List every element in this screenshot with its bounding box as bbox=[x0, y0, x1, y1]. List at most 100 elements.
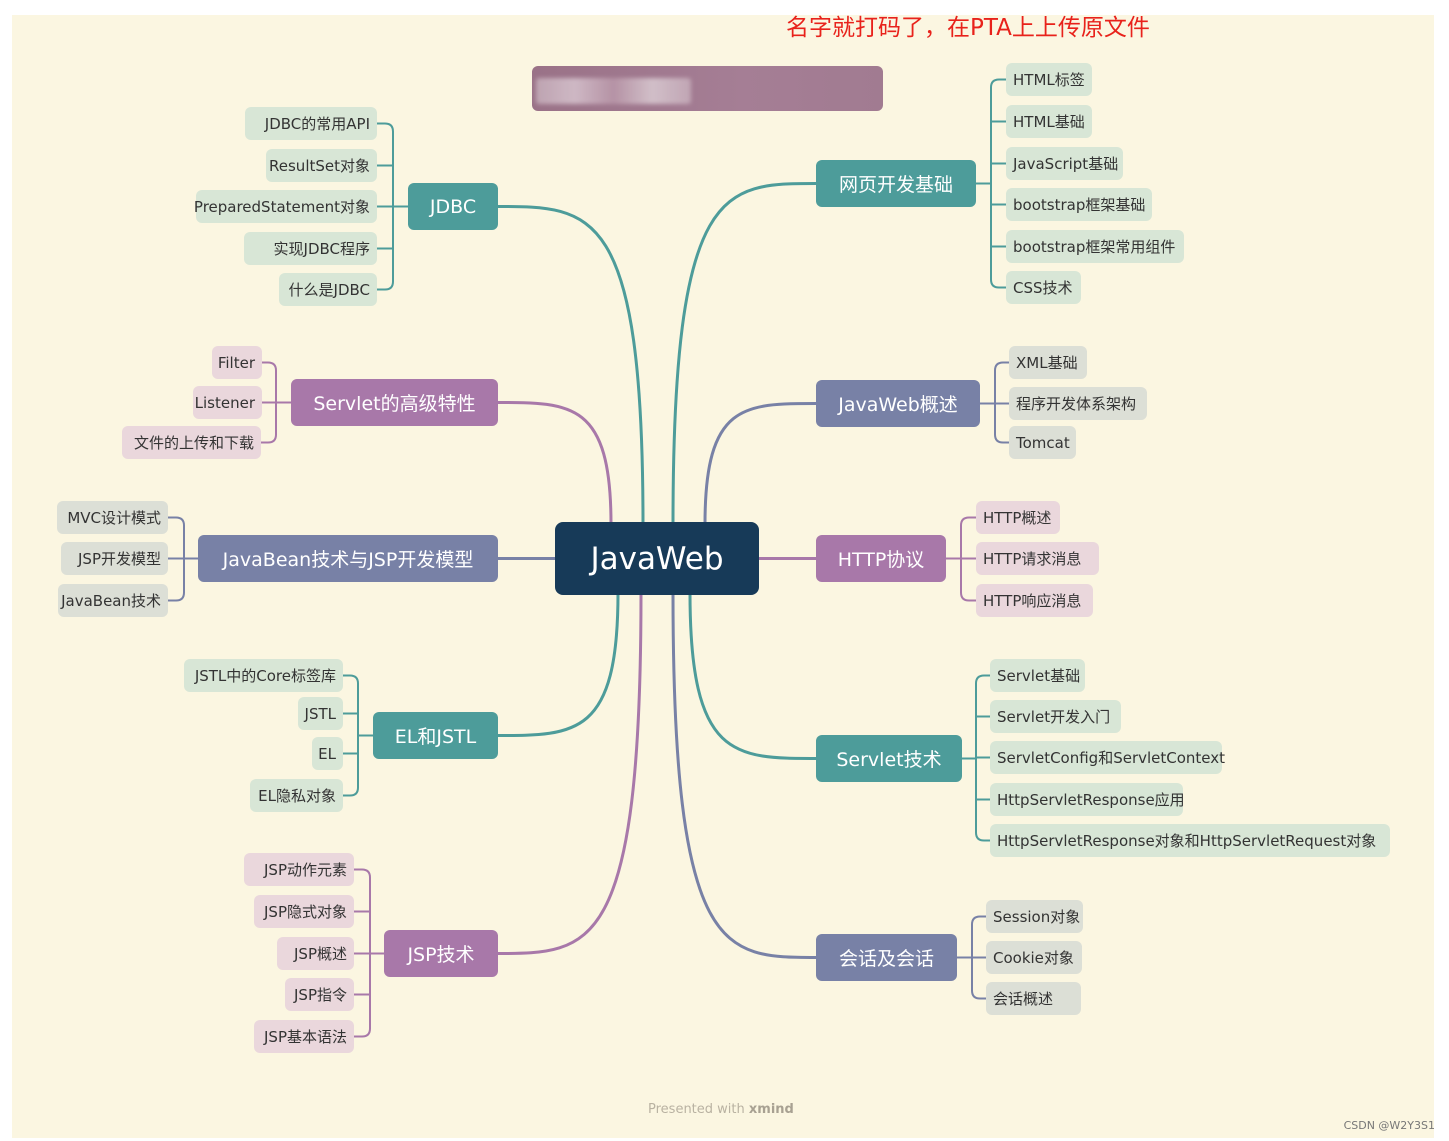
subtopic-el-jstl-3[interactable]: EL隐私对象 bbox=[250, 779, 343, 812]
subtopic-servlet-adv-0[interactable]: Filter bbox=[212, 346, 262, 379]
subtopic-jdbc-2[interactable]: PreparedStatement对象 bbox=[193, 190, 377, 223]
topic-el-jstl-label: EL和JSTL bbox=[394, 726, 477, 748]
topic-session[interactable]: 会话及会话 bbox=[816, 934, 957, 981]
subtopic-servlet-adv-1[interactable]: Listener bbox=[193, 386, 262, 419]
subtopic-servlet-3[interactable]: HttpServletResponse应用 bbox=[990, 783, 1185, 816]
subtopic-el-jstl-2[interactable]: EL bbox=[312, 737, 343, 770]
subtopic-javabean-2[interactable]: JavaBean技术 bbox=[58, 584, 168, 617]
subtopic-javabean-1[interactable]: JSP开发模型 bbox=[61, 542, 168, 575]
topic-jdbc[interactable]: JDBC bbox=[408, 183, 498, 230]
topic-servlet-label: Servlet技术 bbox=[836, 749, 942, 771]
subtopic-jdbc-3-label: 实现JDBC程序 bbox=[273, 240, 370, 258]
subtopic-el-jstl-0[interactable]: JSTL中的Core标签库 bbox=[184, 659, 343, 692]
subtopic-servlet-adv-2-label: 文件的上传和下载 bbox=[133, 434, 254, 452]
subtopic-jdbc-4[interactable]: 什么是JDBC bbox=[279, 273, 377, 306]
subtopic-jsp-1[interactable]: JSP隐式对象 bbox=[254, 895, 354, 928]
subtopic-javabean-2-label: JavaBean技术 bbox=[61, 592, 161, 610]
topic-session-label: 会话及会话 bbox=[838, 948, 934, 970]
subtopic-servlet-adv-0-label: Filter bbox=[217, 353, 255, 372]
bracket-arm-javabean-0 bbox=[168, 516, 185, 526]
bracket-arm-jsp-4 bbox=[354, 1028, 371, 1038]
branch-line-servlet-adv bbox=[496, 401, 613, 526]
topic-servlet-adv-label: Servlet的高级特性 bbox=[313, 393, 476, 415]
subtopic-jdbc-0-label: JDBC的常用API bbox=[264, 115, 370, 133]
bracket-arm-http-2 bbox=[960, 592, 976, 602]
subtopic-http-2-label: HTTP响应消息 bbox=[983, 592, 1082, 610]
branch-line-jsp bbox=[496, 591, 643, 955]
subtopic-web-basic-5-label: CSS技术 bbox=[1013, 279, 1073, 297]
subtopic-session-1[interactable]: Cookie对象 bbox=[986, 941, 1082, 974]
bracket-arm-session-0 bbox=[971, 915, 986, 925]
subtopic-web-basic-0[interactable]: HTML标签 bbox=[1006, 63, 1092, 96]
subtopic-javaweb-overview-1-label: 程序开发体系架构 bbox=[1016, 395, 1137, 413]
subtopic-http-0[interactable]: HTTP概述 bbox=[976, 501, 1060, 534]
subtopic-javaweb-overview-2-label: Tomcat bbox=[1016, 433, 1070, 452]
bracket-arm-servlet-4 bbox=[975, 832, 990, 842]
subtopic-http-2[interactable]: HTTP响应消息 bbox=[976, 584, 1093, 617]
subtopic-jsp-2-label: JSP概述 bbox=[294, 945, 347, 963]
subtopic-jsp-0[interactable]: JSP动作元素 bbox=[244, 853, 354, 886]
subtopic-servlet-1-label: Servlet开发入门 bbox=[997, 708, 1111, 726]
bracket-arm-http-0 bbox=[960, 516, 976, 526]
subtopic-session-0[interactable]: Session对象 bbox=[986, 900, 1083, 933]
subtopic-web-basic-5[interactable]: CSS技术 bbox=[1006, 271, 1081, 304]
subtopic-javaweb-overview-0-label: XML基础 bbox=[1016, 354, 1078, 372]
subtopic-jsp-3[interactable]: JSP指令 bbox=[285, 978, 354, 1011]
topic-servlet-adv[interactable]: Servlet的高级特性 bbox=[291, 379, 498, 426]
bracket-arm-servlet-adv-0 bbox=[262, 361, 277, 371]
subtopic-web-basic-4[interactable]: bootstrap框架常用组件 bbox=[1006, 230, 1184, 263]
topic-jdbc-label: JDBC bbox=[429, 195, 477, 218]
subtopic-web-basic-2-label: JavaScript基础 bbox=[1013, 155, 1119, 173]
subtopic-el-jstl-2-label: EL bbox=[318, 744, 336, 763]
topic-javaweb-overview-label: JavaWeb概述 bbox=[838, 394, 958, 416]
topic-el-jstl[interactable]: EL和JSTL bbox=[373, 712, 498, 759]
subtopic-web-basic-1[interactable]: HTML基础 bbox=[1006, 105, 1092, 138]
subtopic-jdbc-2-label: PreparedStatement对象 bbox=[193, 198, 370, 216]
center-topic-javaweb-label: JavaWeb bbox=[590, 540, 724, 577]
subtopic-jdbc-1[interactable]: ResultSet对象 bbox=[266, 149, 377, 182]
subtopic-servlet-3-label: HttpServletResponse应用 bbox=[997, 791, 1185, 809]
subtopic-jdbc-0[interactable]: JDBC的常用API bbox=[245, 107, 377, 140]
topic-javaweb-overview[interactable]: JavaWeb概述 bbox=[816, 380, 980, 427]
redacted-name-blur bbox=[536, 78, 691, 104]
subtopic-el-jstl-1-label: JSTL bbox=[304, 704, 336, 723]
subtopic-servlet-0[interactable]: Servlet基础 bbox=[990, 659, 1085, 692]
subtopic-web-basic-1-label: HTML基础 bbox=[1013, 113, 1085, 131]
subtopic-servlet-2[interactable]: ServletConfig和ServletContext bbox=[990, 741, 1225, 774]
bracket-arm-javaweb-overview-0 bbox=[994, 361, 1009, 371]
subtopic-javaweb-overview-1[interactable]: 程序开发体系架构 bbox=[1009, 387, 1147, 420]
subtopic-el-jstl-1[interactable]: JSTL bbox=[298, 697, 343, 730]
bracket-arm-javabean-2 bbox=[168, 592, 185, 602]
subtopic-jdbc-3[interactable]: 实现JDBC程序 bbox=[244, 232, 377, 265]
subtopic-jdbc-4-label: 什么是JDBC bbox=[288, 281, 370, 299]
subtopic-servlet-4[interactable]: HttpServletResponse对象和HttpServletRequest… bbox=[990, 824, 1390, 857]
subtopic-javabean-0[interactable]: MVC设计模式 bbox=[57, 501, 168, 534]
center-topic-javaweb[interactable]: JavaWeb bbox=[555, 522, 759, 595]
subtopic-web-basic-3[interactable]: bootstrap框架基础 bbox=[1006, 188, 1152, 221]
topic-http[interactable]: HTTP协议 bbox=[816, 535, 946, 582]
subtopic-javaweb-overview-2[interactable]: Tomcat bbox=[1009, 426, 1076, 459]
topic-web-basic[interactable]: 网页开发基础 bbox=[816, 160, 976, 207]
topic-javabean[interactable]: JavaBean技术与JSP开发模型 bbox=[198, 535, 498, 582]
topic-http-label: HTTP协议 bbox=[837, 549, 925, 571]
topic-jsp[interactable]: JSP技术 bbox=[384, 930, 498, 977]
footer-prefix: Presented with bbox=[648, 1102, 745, 1117]
subtopic-servlet-1[interactable]: Servlet开发入门 bbox=[990, 700, 1121, 733]
subtopic-web-basic-2[interactable]: JavaScript基础 bbox=[1006, 147, 1123, 180]
subtopic-javaweb-overview-0[interactable]: XML基础 bbox=[1009, 346, 1087, 379]
branch-line-el-jstl bbox=[496, 591, 620, 737]
subtopic-servlet-adv-2[interactable]: 文件的上传和下载 bbox=[122, 426, 261, 459]
bracket-arm-jdbc-0 bbox=[377, 122, 394, 132]
topic-servlet[interactable]: Servlet技术 bbox=[816, 735, 962, 782]
bracket-arm-session-2 bbox=[971, 990, 986, 1000]
branch-line-javaweb-overview bbox=[703, 402, 818, 526]
topic-web-basic-label: 网页开发基础 bbox=[838, 174, 953, 196]
branch-line-servlet bbox=[688, 591, 818, 760]
subtopic-jsp-4[interactable]: JSP基本语法 bbox=[254, 1020, 354, 1053]
subtopic-servlet-0-label: Servlet基础 bbox=[997, 667, 1081, 685]
bracket-arm-servlet-adv-2 bbox=[261, 434, 277, 444]
subtopic-jsp-2[interactable]: JSP概述 bbox=[277, 937, 354, 970]
subtopic-session-2[interactable]: 会话概述 bbox=[986, 982, 1081, 1015]
subtopic-http-1[interactable]: HTTP请求消息 bbox=[976, 542, 1099, 575]
